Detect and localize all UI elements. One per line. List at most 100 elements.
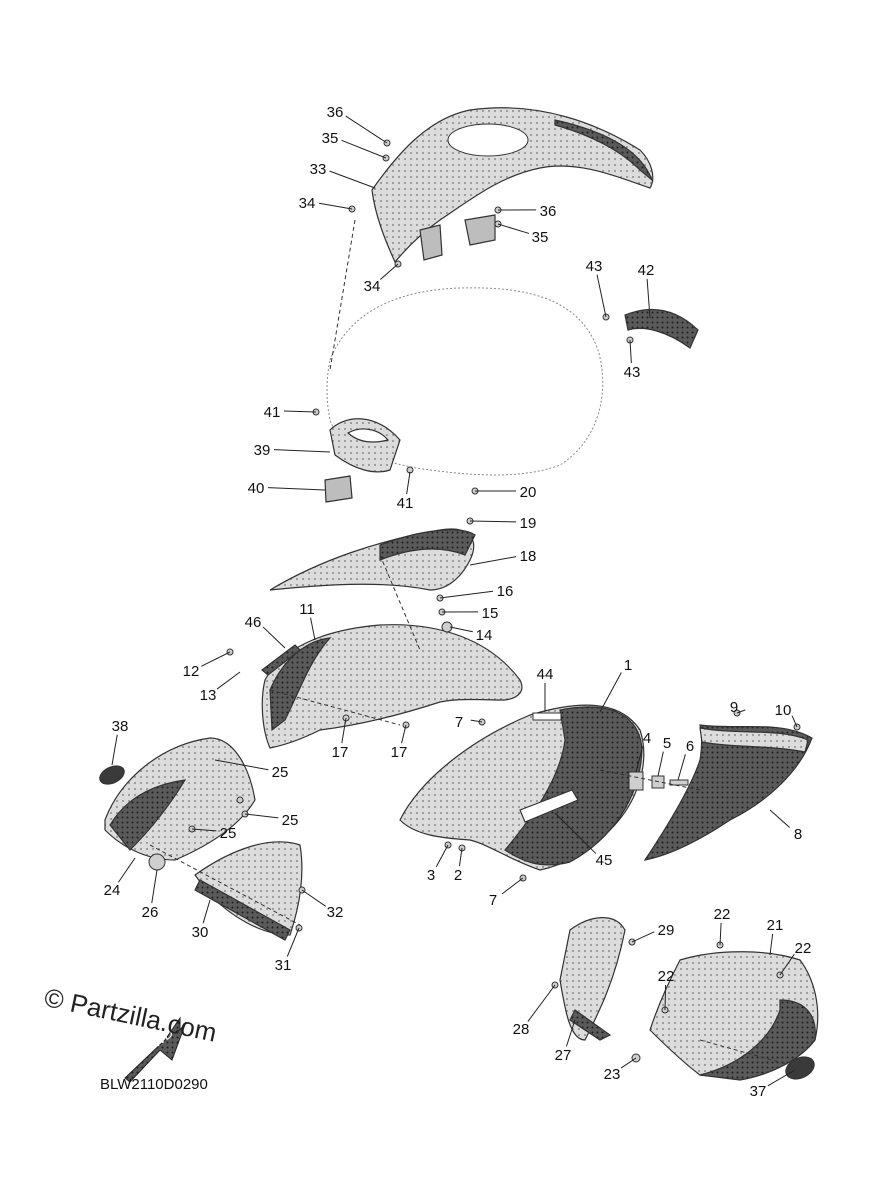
leader-line-c29	[631, 931, 655, 943]
callout-c17b: 17	[332, 744, 349, 761]
leader-line-c34b	[379, 263, 399, 280]
callout-c44: 44	[537, 666, 554, 683]
callout-c20: 20	[520, 484, 537, 501]
callout-c12: 12	[183, 663, 200, 680]
callout-c4: 4	[643, 730, 651, 747]
leader-line-c13	[216, 671, 241, 690]
callout-c26: 26	[142, 904, 159, 921]
callout-c3: 3	[427, 867, 435, 884]
leader-line-c39	[273, 449, 331, 453]
callout-c6: 6	[686, 738, 694, 755]
callout-c7b: 7	[489, 892, 497, 909]
leader-line-c42	[646, 278, 651, 319]
callout-c14: 14	[476, 627, 493, 644]
callout-c11: 11	[299, 601, 315, 618]
callout-c29: 29	[658, 922, 675, 939]
main-shroud-1	[399, 704, 645, 871]
leader-line-c33	[329, 170, 376, 189]
callout-c16: 16	[497, 583, 514, 600]
leader-line-c17a	[401, 724, 407, 744]
leader-line-c22c	[664, 984, 667, 1011]
callout-c2: 2	[454, 867, 462, 884]
leader-line-c36a	[345, 115, 388, 144]
leader-line-c11	[310, 617, 316, 641]
leader-line-c7b	[501, 877, 524, 895]
leader-line-c22b	[779, 953, 795, 976]
callout-c13: 13	[200, 687, 217, 704]
callout-c35b: 35	[532, 229, 549, 246]
callout-c41b: 41	[397, 495, 414, 512]
callout-c42: 42	[638, 262, 655, 279]
side-piece-8	[643, 724, 813, 861]
callout-c32: 32	[327, 904, 344, 921]
callout-c43b: 43	[624, 364, 641, 381]
callout-c1: 1	[624, 657, 632, 674]
leader-line-c17b	[341, 717, 347, 744]
leader-line-c8	[769, 809, 790, 828]
leader-line-c16	[439, 590, 494, 599]
lower-cover-30	[194, 841, 303, 941]
callout-c23: 23	[604, 1066, 621, 1083]
leader-line-c18	[469, 556, 517, 566]
leader-line-c12	[200, 651, 231, 667]
callout-c37: 37	[750, 1083, 767, 1100]
callout-c22c: 22	[658, 968, 675, 985]
diagram-code: BLW2110D0290	[100, 1076, 208, 1093]
tank-top-cover	[371, 107, 654, 264]
callout-c36b: 36	[540, 203, 557, 220]
callout-c18: 18	[520, 548, 537, 565]
leader-line-c31	[286, 927, 300, 957]
leader-line-c23	[620, 1057, 637, 1069]
leader-line-c41b	[406, 471, 411, 495]
callout-c34a: 34	[299, 195, 316, 212]
callout-c17a: 17	[391, 744, 408, 761]
leader-line-c26	[151, 869, 158, 904]
callout-c46: 46	[245, 614, 262, 631]
callout-c10: 10	[775, 702, 792, 719]
leader-line-c45	[554, 812, 597, 854]
leader-line-c24	[117, 857, 136, 883]
leader-line-c25a	[214, 759, 269, 771]
callout-c22a: 22	[714, 906, 731, 923]
spacer-40	[324, 475, 353, 503]
callout-c22b: 22	[795, 940, 812, 957]
callout-c31: 31	[275, 957, 292, 974]
leader-line-c27	[565, 1019, 576, 1047]
callout-c9: 9	[730, 699, 738, 716]
front-cowl-24	[104, 737, 256, 861]
leader-line-c25c	[191, 828, 217, 832]
callout-c38: 38	[112, 718, 129, 735]
callout-c36a: 36	[327, 104, 344, 121]
callout-c15: 15	[482, 605, 499, 622]
leader-line-c40	[267, 487, 326, 491]
callout-c45: 45	[596, 852, 613, 869]
inner-panel-27	[559, 917, 626, 1041]
leader-line-c6	[677, 754, 686, 781]
leader-line-c5	[657, 751, 664, 777]
cover-cap-37	[785, 1056, 815, 1080]
leader-line-c19	[469, 520, 517, 523]
callout-c39: 39	[254, 442, 271, 459]
leader-line-c25b	[244, 813, 279, 819]
leader-line-c3	[435, 844, 449, 868]
lower-side-cover-21	[649, 951, 819, 1081]
callout-c43a: 43	[586, 258, 603, 275]
assembly-lines	[149, 219, 791, 1066]
leader-line-c32	[301, 889, 326, 907]
upper-side-cover-18	[269, 528, 476, 591]
callout-c8: 8	[794, 826, 802, 843]
side-cover-11	[261, 624, 523, 749]
leader-line-c34a	[318, 202, 353, 210]
callout-c19: 19	[520, 515, 537, 532]
callout-c21: 21	[767, 917, 784, 934]
leader-line-c38	[111, 734, 118, 766]
callout-c25b: 25	[282, 812, 299, 829]
leader-line-c35a	[341, 139, 387, 159]
leader-line-c1	[599, 672, 622, 713]
callout-c35a: 35	[322, 130, 339, 147]
callout-c24: 24	[104, 882, 121, 899]
leader-line-c21	[769, 933, 774, 956]
bolt-6	[669, 779, 689, 786]
